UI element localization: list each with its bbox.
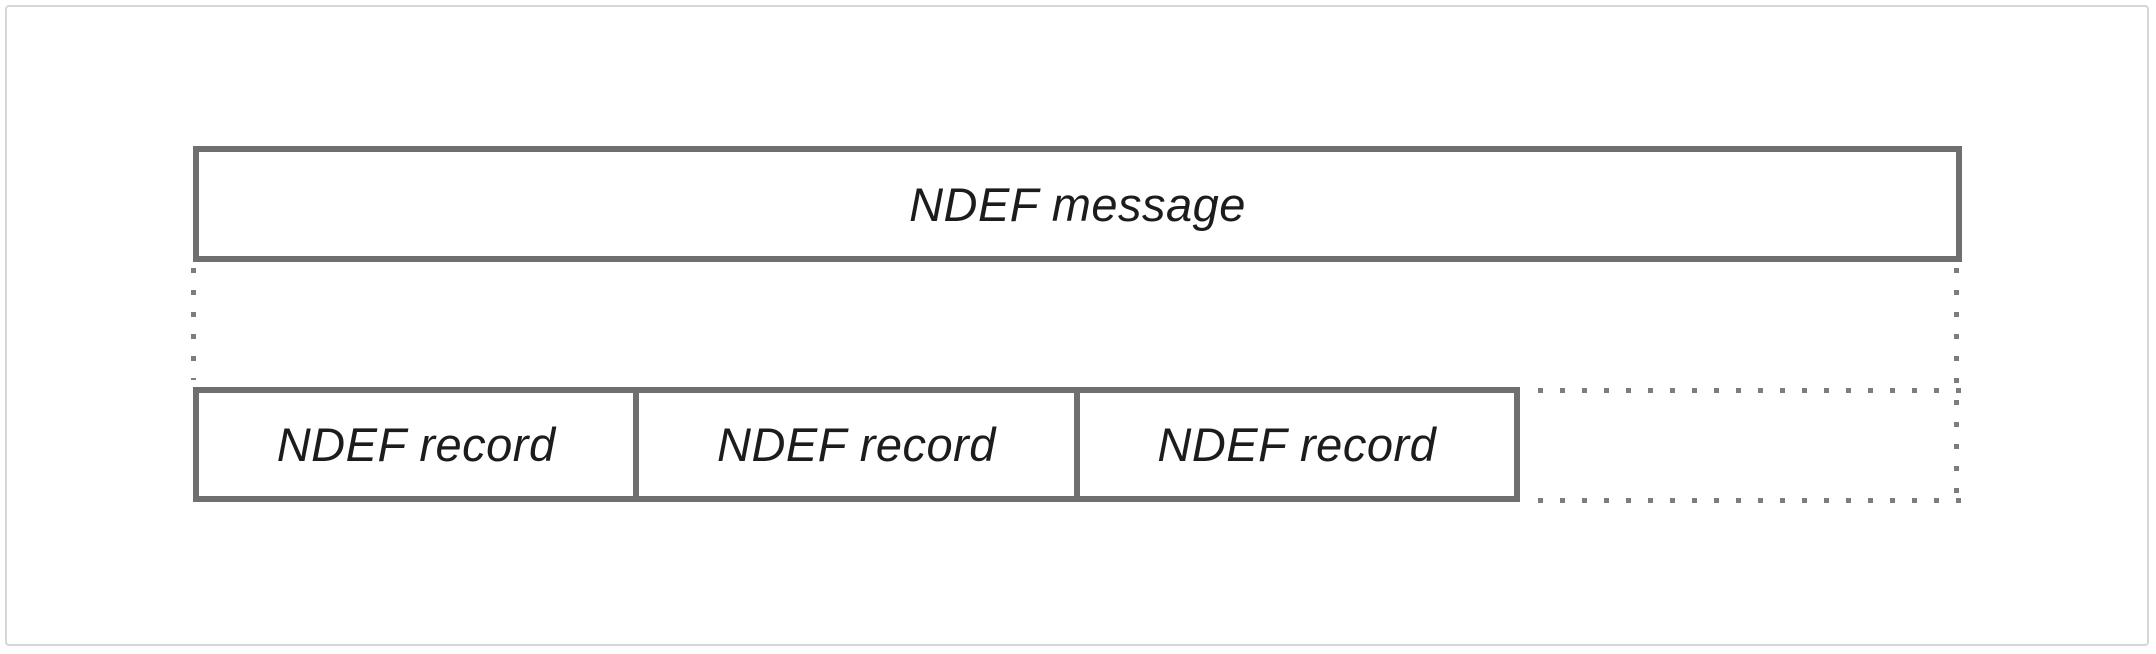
- ndef-record-box-2: NDEF record: [633, 387, 1080, 502]
- dotted-connector-left: [191, 268, 196, 380]
- ndef-record-label: NDEF record: [1157, 418, 1437, 471]
- dotted-extension-bottom: [1538, 498, 1962, 503]
- ndef-message-label: NDEF message: [909, 177, 1246, 231]
- ndef-message-box: NDEF message: [193, 146, 1962, 262]
- outer-frame: [5, 5, 2149, 646]
- dotted-extension-top: [1538, 388, 1962, 393]
- dotted-connector-right: [1954, 268, 1959, 503]
- ndef-record-box-1: NDEF record: [193, 387, 640, 502]
- ndef-record-label: NDEF record: [276, 418, 556, 471]
- ndef-record-label: NDEF record: [717, 418, 996, 471]
- ndef-records-row: NDEF record NDEF record NDEF record: [193, 387, 1520, 502]
- ndef-record-box-3: NDEF record: [1073, 387, 1520, 502]
